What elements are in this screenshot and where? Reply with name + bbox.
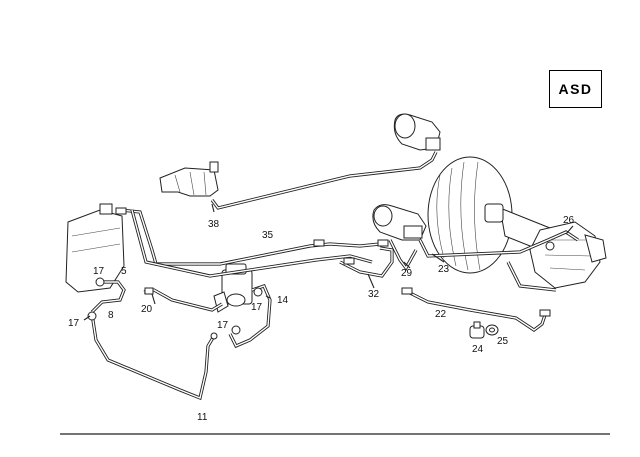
booster-unit <box>159 161 219 197</box>
fluid-reservoir <box>65 203 125 293</box>
pipe-14 <box>228 284 272 349</box>
pipe-5 <box>90 280 126 314</box>
pipe-23 <box>418 230 579 292</box>
callout-5: 5 <box>121 266 127 277</box>
callout-32: 32 <box>368 289 380 300</box>
pipe-35 <box>119 208 381 278</box>
rear-axle-assembly <box>427 156 607 289</box>
pipe-22 <box>407 290 548 332</box>
callout-labels: 38 35 26 17 5 8 17 20 17 17 14 32 29 23 … <box>68 215 575 423</box>
brake-valve-unit <box>393 113 441 151</box>
callout-24: 24 <box>472 344 484 355</box>
callout-8: 8 <box>108 310 114 321</box>
callout-25: 25 <box>497 336 509 347</box>
callout-23: 23 <box>438 264 450 275</box>
callout-11: 11 <box>197 412 208 423</box>
callout-17-right: 17 <box>251 302 263 313</box>
pipe-32 <box>339 239 418 278</box>
pipe-38 <box>210 151 438 210</box>
callout-14: 14 <box>277 295 289 306</box>
callout-20: 20 <box>141 304 153 315</box>
callout-38: 38 <box>208 219 220 230</box>
asd-badge: ASD <box>549 70 602 108</box>
callout-35: 35 <box>262 230 274 241</box>
washer-25 <box>485 324 499 336</box>
leader-lines <box>83 203 574 321</box>
callout-26: 26 <box>563 215 575 226</box>
callout-17-reservoir: 17 <box>93 266 105 277</box>
callout-17-pump: 17 <box>217 320 229 331</box>
callout-22: 22 <box>435 309 447 320</box>
callout-17-left: 17 <box>68 318 80 329</box>
pipe-20 <box>143 288 223 312</box>
asd-badge-text: ASD <box>558 81 593 97</box>
valve-block <box>372 204 427 241</box>
callout-29: 29 <box>401 268 413 279</box>
pump-modulator <box>213 263 253 313</box>
pipe-11 <box>90 313 216 401</box>
fittings <box>87 207 555 340</box>
plug-24 <box>469 321 485 339</box>
